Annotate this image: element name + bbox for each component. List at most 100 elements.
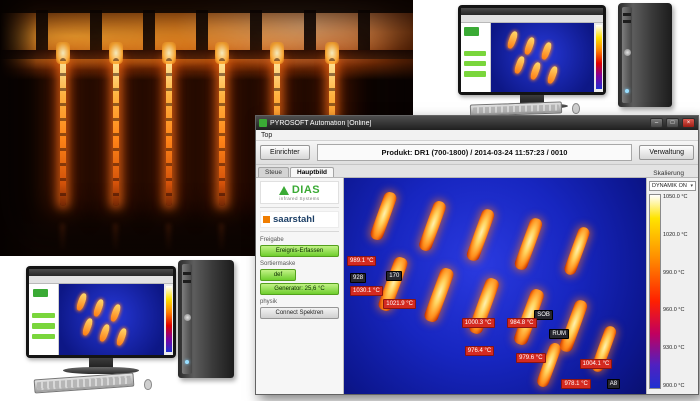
casting-deck [0,50,413,59]
mouse [572,103,580,114]
einrichter-button[interactable]: Einrichter [260,145,310,160]
dias-logo-subtitle: infrared Systems [279,196,320,201]
minimize-button[interactable]: – [650,118,663,128]
connect-spektren-button[interactable]: Connect Spektren [260,307,339,319]
dias-logo: DIAS infrared Systems [260,181,339,204]
title-bar[interactable]: PYROSOFT Automation [Online] – □ × [256,116,698,130]
mini-button [463,60,487,67]
mini-sidebar [461,23,491,92]
ereignis-erfassen-button[interactable]: Ereignis-Erfassen [260,245,339,257]
thermal-app-preview [29,269,173,355]
saarstahl-logo: saarstahl [260,211,339,228]
optical-drive [623,20,631,23]
physik-label: physik [260,299,278,305]
furnace-beam [0,0,413,13]
mini-button [463,71,487,77]
scale-panel: DYNAMIK ON ▾ 1050.0 °C 1020.0 °C 990.0 °C 9… [646,178,698,394]
monitor [458,5,606,95]
def-button[interactable]: def [260,269,296,281]
temperature-label: 989.1 °C [347,255,377,266]
scale-mode-value: DYNAMIK ON [652,183,687,189]
freigabe-label: Freigabe [260,237,284,243]
temperature-label: 170 [386,270,403,281]
menu-item-top[interactable]: Top [261,131,273,139]
mouse [144,379,152,390]
saarstahl-square-icon [263,216,270,223]
power-button [625,89,629,93]
sidebar: DIAS infrared Systems saarstahl Freigabe… [256,178,344,394]
mini-thermal-image [59,284,165,355]
mini-button [31,312,55,319]
mini-colorbar [595,24,602,90]
temperature-label: A8 [606,378,621,389]
temperature-colorbar [649,194,661,389]
mini-button [463,50,487,57]
workstation-top-right [440,3,696,117]
mini-titlebar [29,269,173,276]
sortiermaske-label: Sortiermaske [260,261,296,267]
maximize-button[interactable]: □ [666,118,679,128]
temperature-label: 984.8 °C [507,318,537,329]
mini-colorbar [165,286,172,353]
mini-dias-logo [464,27,480,36]
colorbar-tick-label: 990.0 °C [663,269,685,276]
colorbar-tick-label: 900.0 °C [663,382,685,389]
saarstahl-logo-text: saarstahl [273,214,315,225]
tab[interactable]: Steue [258,167,289,177]
divider [260,231,339,232]
monitor-stand-base [63,367,139,374]
app-icon [259,119,267,127]
tab[interactable]: Hauptbild [290,167,334,177]
verwaltung-button[interactable]: Verwaltung [639,145,694,160]
keyboard [33,372,135,394]
generator-temp-button[interactable]: Generator: 25,6 °C [260,283,339,295]
monitor-screen [461,8,603,92]
mini-toolbar [29,275,173,285]
product-info-display: Produkt: DR1 (700-1800) / 2014-03-24 11:… [316,144,633,161]
monitor [26,266,176,358]
temperature-label: 1030.1 °C [350,286,383,296]
temperature-label: 1021.9 °C [383,298,417,309]
mini-button [31,323,55,329]
chevron-down-icon: ▾ [690,183,693,189]
colorbar-tick-label: 1020.0 °C [663,231,688,238]
mini-thermal-image [490,23,595,92]
menu-bar: Top [256,130,698,141]
scale-mode-dropdown[interactable]: DYNAMIK ON ▾ [649,181,696,191]
optical-drive [183,280,191,283]
mini-sidebar [29,284,60,355]
temperature-label: 928 [350,273,367,284]
dias-triangle-icon [278,185,289,195]
colorbar-tick-label: 960.0 °C [663,307,685,314]
toolbar: Einrichter Produkt: DR1 (700-1800) / 201… [256,141,698,165]
temperature-label: 976.4 °C [464,346,495,357]
workstation-bottom-left [18,258,253,398]
pyrosoft-window: PYROSOFT Automation [Online] – □ × Top E… [255,115,699,395]
dias-logo-text: DIAS [291,184,321,196]
monitor-stand-neck [89,358,113,368]
pc-tower [178,260,234,378]
divider [260,207,339,208]
hp-logo [624,49,631,56]
mini-dias-logo [32,288,48,298]
scale-title: Skalierung [653,170,684,177]
temperature-label: RUM [549,329,570,340]
optical-drive [623,13,631,16]
colorbar-tick-label: 930.0 °C [663,345,685,352]
pc-tower [618,3,672,107]
temperature-label: 1000.3 °C [461,318,495,329]
close-button[interactable]: × [682,118,695,128]
temperature-label: SOB [534,309,553,320]
colorbar-tick-label: 1050.0 °C [663,194,688,200]
monitor-screen [29,269,173,355]
monitor-stand-neck [520,95,544,104]
window-body: DIAS infrared Systems saarstahl Freigabe… [256,178,698,394]
mini-toolbar [461,14,603,24]
mini-titlebar [461,8,603,15]
temperature-label: 979.6 °C [516,352,546,363]
furnace-shadow-left [0,0,36,256]
optical-drive [183,272,191,275]
